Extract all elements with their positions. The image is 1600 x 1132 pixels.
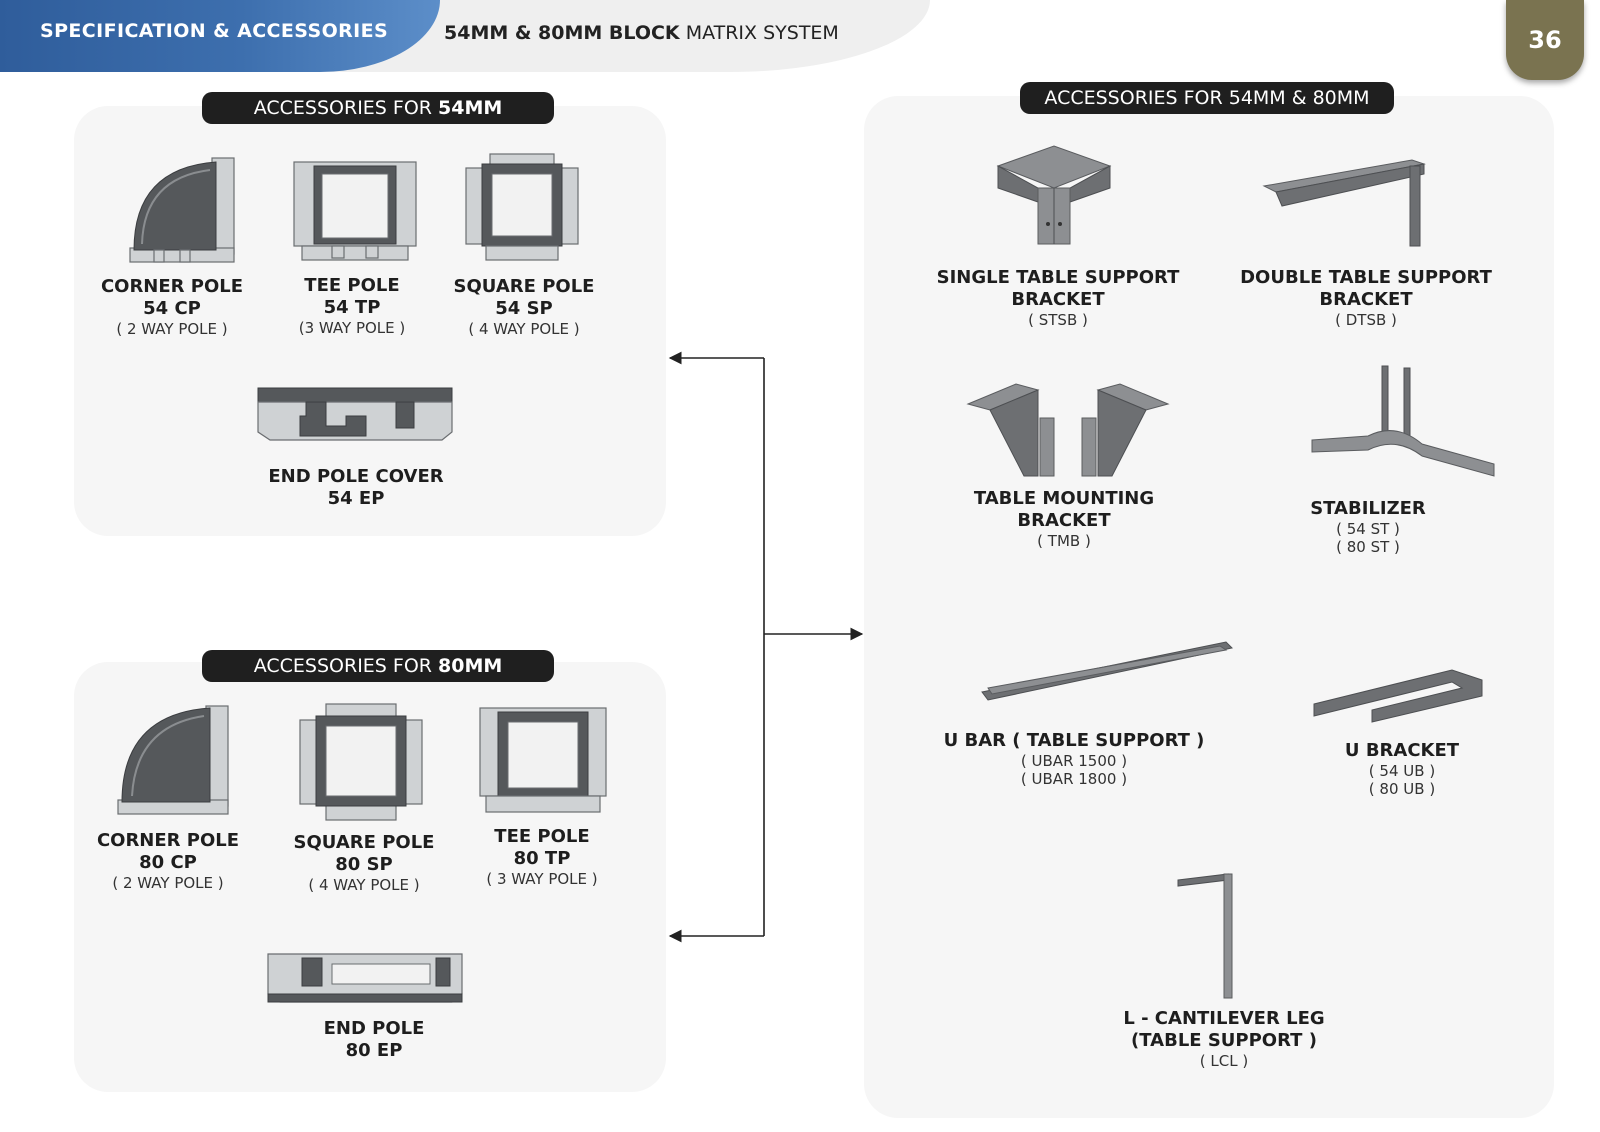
item-name: U BAR ( TABLE SUPPORT ) [943, 730, 1205, 751]
item-code: ( 54 UB ) [1368, 761, 1436, 780]
item-code: 80 EP [345, 1039, 403, 1061]
item-code: ( LCL ) [1199, 1051, 1249, 1070]
item-name-line2: (TABLE SUPPORT ) [1131, 1029, 1317, 1051]
item-code: 54 SP [495, 297, 553, 319]
end-pole-80-image [267, 953, 463, 1003]
item-code: 80 TP [513, 847, 571, 869]
item-name: STABILIZER [1310, 498, 1426, 519]
page-number: 36 [1506, 0, 1584, 80]
item-name: END POLE COVER [268, 466, 444, 487]
item-name: L - CANTILEVER LEG [1123, 1008, 1325, 1029]
item-note: ( 3 WAY POLE ) [486, 869, 598, 888]
square-pole-80-image [299, 703, 423, 821]
item-code: 54 TP [323, 296, 381, 318]
label-bold: 54MM [438, 97, 503, 119]
square-pole-54-image [465, 153, 579, 261]
item-name: DOUBLE TABLE SUPPORT [1240, 267, 1492, 288]
panel-shared-accessories [864, 96, 1554, 1118]
item-name: SINGLE TABLE SUPPORT [936, 267, 1180, 288]
item-code-2: ( 80 UB ) [1368, 780, 1436, 799]
item-name: CORNER POLE [96, 830, 240, 851]
item-code-2: ( 80 ST ) [1336, 538, 1400, 557]
item-code: 54 EP [327, 487, 385, 509]
label-light: ACCESSORIES FOR [253, 655, 432, 677]
item-code: ( 54 ST ) [1336, 519, 1400, 538]
item-name: SQUARE POLE [453, 276, 595, 297]
item-name-line2: BRACKET [1011, 288, 1105, 310]
item-code: ( TMB ) [1037, 531, 1091, 550]
double-table-support-bracket-image [1262, 159, 1426, 247]
item-code: ( DTSB ) [1335, 310, 1397, 329]
tee-pole-54-image [293, 161, 417, 261]
table-mounting-bracket-image [966, 383, 1170, 477]
caption-stabilizer: STABILIZER( 54 ST )( 80 ST ) [1310, 498, 1426, 557]
item-name: TEE POLE [494, 826, 590, 847]
label-light: ACCESSORIES FOR [253, 97, 432, 119]
item-code: 54 CP [143, 297, 201, 319]
label-accessories-80mm: ACCESSORIES FOR 80MM [202, 650, 554, 682]
l-cantilever-leg-image [1177, 873, 1233, 999]
page-title: 54MM & 80MM BLOCK MATRIX SYSTEM [444, 22, 839, 44]
section-title: SPECIFICATION & ACCESSORIES [40, 20, 389, 42]
stabilizer-image [1311, 365, 1495, 477]
corner-pole-54-image [129, 157, 235, 263]
item-code: 80 SP [335, 853, 393, 875]
end-pole-cover-54-image [257, 387, 453, 441]
item-code: ( UBAR 1500 ) [1020, 751, 1128, 770]
item-note: ( 2 WAY POLE ) [116, 319, 228, 338]
item-name: TEE POLE [304, 275, 400, 296]
caption-u-bracket: U BRACKET( 54 UB )( 80 UB ) [1345, 740, 1459, 799]
item-name: TABLE MOUNTING [973, 488, 1155, 509]
item-name-line2: BRACKET [1017, 509, 1111, 531]
page-title-light: MATRIX SYSTEM [685, 22, 839, 44]
caption-l-cantilever-leg: L - CANTILEVER LEG(TABLE SUPPORT )( LCL … [1123, 1008, 1324, 1070]
tee-pole-80-image [479, 707, 607, 813]
item-note: ( 2 WAY POLE ) [112, 873, 224, 892]
header-section-tab [0, 0, 440, 72]
u-bar-image [981, 641, 1234, 701]
label-accessories-shared: ACCESSORIES FOR 54MM & 80MM [1020, 82, 1394, 114]
label-bold: 80MM [438, 655, 503, 677]
item-name: SQUARE POLE [293, 832, 435, 853]
item-name-line2: BRACKET [1319, 288, 1413, 310]
item-name: CORNER POLE [100, 276, 244, 297]
item-name: END POLE [323, 1018, 425, 1039]
u-bracket-image [1313, 669, 1483, 723]
corner-pole-80-image [117, 705, 229, 815]
item-code: ( STSB ) [1028, 310, 1088, 329]
label-accessories-54mm: ACCESSORIES FOR 54MM [202, 92, 554, 124]
item-code: 80 CP [139, 851, 197, 873]
item-name: U BRACKET [1344, 740, 1460, 761]
page-title-bold: 54MM & 80MM BLOCK [444, 22, 680, 44]
item-note: (3 WAY POLE ) [298, 318, 406, 337]
item-code-2: ( UBAR 1800 ) [1020, 770, 1128, 789]
item-note: ( 4 WAY POLE ) [308, 875, 420, 894]
single-table-support-bracket-image [996, 145, 1112, 245]
item-note: ( 4 WAY POLE ) [468, 319, 580, 338]
caption-u-bar: U BAR ( TABLE SUPPORT )( UBAR 1500 )( UB… [944, 730, 1205, 789]
